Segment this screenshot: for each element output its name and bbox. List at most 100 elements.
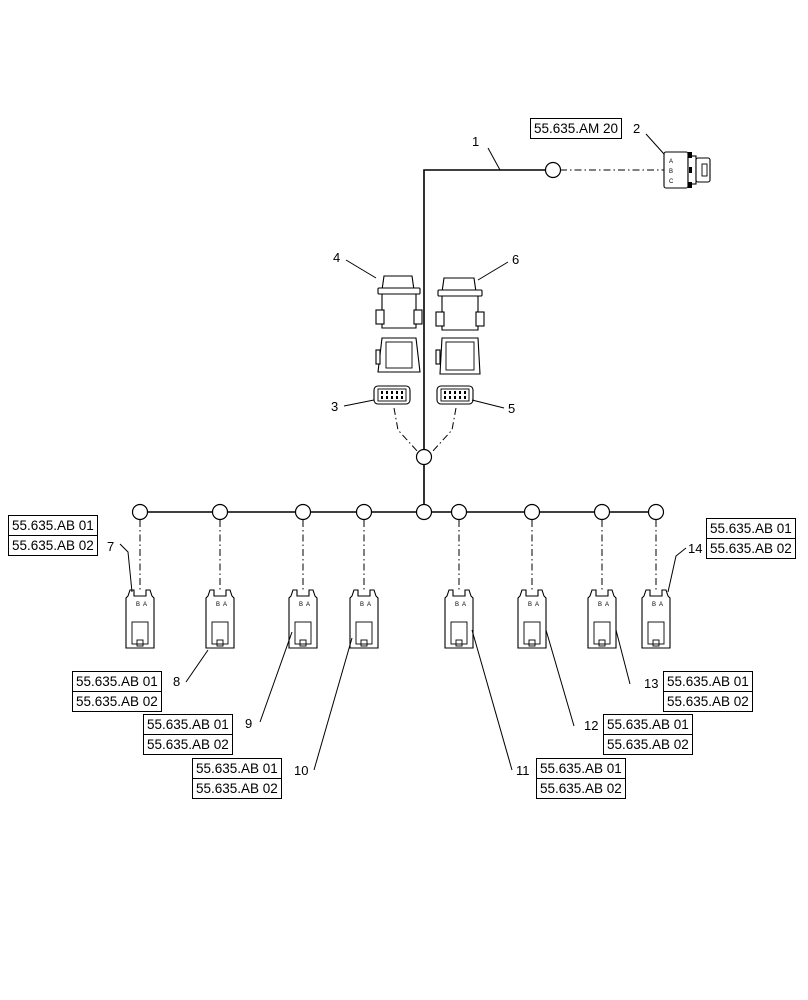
ref-code-ab02: 55.635.AB 02 [604, 734, 692, 754]
leader-lines [119, 133, 687, 771]
pin-label-a: A [605, 602, 609, 608]
ref-code-ab01: 55.635.AB 01 [147, 717, 229, 732]
leader-2 [645, 133, 665, 155]
ref-code-ab02: 55.635.AB 02 [73, 691, 161, 711]
pin-label-a: A [535, 602, 539, 608]
ref-code-ab02: 55.635.AB 02 [537, 778, 625, 798]
node-connector-9 [294, 503, 312, 521]
node-connector-13 [593, 503, 611, 521]
ref-code-ab01: 55.635.AB 01 [710, 521, 792, 536]
leader-8 [185, 649, 209, 683]
pin-label-c: C [669, 179, 674, 185]
pin-label-a: A [143, 602, 147, 608]
leader-7 [119, 543, 133, 593]
pin-label-b: B [528, 602, 532, 608]
pin-label-b: B [669, 169, 673, 175]
connector-3-icon [373, 385, 411, 405]
dashline-connector-3 [393, 407, 419, 453]
node-connector-11 [450, 503, 468, 521]
callout-11: 11 [516, 763, 530, 778]
pin-label-b: B [360, 602, 364, 608]
ref-code-ab02: 55.635.AB 02 [707, 538, 795, 558]
callout-6: 6 [512, 252, 519, 267]
leader-14 [667, 547, 687, 593]
leader-5 [471, 399, 505, 409]
ref-code-ab02: 55.635.AB 02 [9, 535, 97, 555]
node-connector-7 [131, 503, 149, 521]
pin-label-a: A [367, 602, 371, 608]
ref-code-ab01: 55.635.AB 01 [76, 674, 158, 689]
pin-label-a: A [462, 602, 466, 608]
ref-code-ab01: 55.635.AB 01 [540, 761, 622, 776]
pin-label-a: A [669, 159, 673, 165]
callout-13: 13 [644, 676, 658, 691]
pin-label-b: B [455, 602, 459, 608]
callout-14: 14 [688, 541, 702, 556]
ref-box-connector-2: 55.635.AM 20 [530, 118, 623, 139]
ref-box-connector-8: 55.635.AB 01 55.635.AB 02 [72, 671, 162, 712]
leader-1 [487, 147, 501, 171]
connector-5-icon [436, 385, 474, 405]
callout-2: 2 [633, 121, 640, 136]
main-trunk-wire [423, 169, 545, 510]
ref-code-am: 55.635.AM 20 [534, 121, 619, 136]
callout-7: 7 [107, 539, 114, 554]
pin-label-b: B [136, 602, 140, 608]
connector-6-icon [435, 277, 485, 375]
callout-3: 3 [331, 399, 338, 414]
connector-12-icon: B A [517, 589, 547, 649]
node-connectors-3-5 [415, 448, 433, 466]
ref-box-connector-9: 55.635.AB 01 55.635.AB 02 [143, 714, 233, 755]
leader-13 [615, 629, 631, 685]
leader-3 [343, 399, 375, 407]
ref-box-connector-13: 55.635.AB 01 55.635.AB 02 [663, 671, 753, 712]
connector-8-icon: B A [205, 589, 235, 649]
callout-12: 12 [584, 718, 598, 733]
leader-12 [545, 629, 575, 727]
ref-code-ab01: 55.635.AB 01 [667, 674, 749, 689]
node-connector-10 [355, 503, 373, 521]
pin-label-b: B [652, 602, 656, 608]
ref-code-ab01: 55.635.AB 01 [12, 518, 94, 533]
dashline-connector-5 [431, 407, 457, 453]
node-connector-2 [544, 161, 562, 179]
ref-box-connector-10: 55.635.AB 01 55.635.AB 02 [192, 758, 282, 799]
callout-5: 5 [508, 401, 515, 416]
connector-7-icon: B A [125, 589, 155, 649]
connector-4-icon [375, 275, 423, 373]
node-connector-12 [523, 503, 541, 521]
junction-nodes [131, 161, 665, 521]
leader-4 [345, 259, 377, 279]
connector-13-icon: B A [587, 589, 617, 649]
pin-label-a: A [306, 602, 310, 608]
connector-10-icon: B A [349, 589, 379, 649]
callout-1: 1 [472, 134, 479, 149]
pin-label-b: B [299, 602, 303, 608]
callout-8: 8 [173, 674, 180, 689]
pin-label-a: A [223, 602, 227, 608]
connector-2-icon: A B C [663, 151, 711, 189]
callout-10: 10 [294, 763, 308, 778]
callout-4: 4 [333, 250, 340, 265]
node-connector-8 [211, 503, 229, 521]
pin-label-b: B [598, 602, 602, 608]
connector-11-icon: B A [444, 589, 474, 649]
leader-6 [477, 261, 509, 281]
pin-label-a: A [659, 602, 663, 608]
connector-9-icon: B A [288, 589, 318, 649]
ref-code-ab02: 55.635.AB 02 [664, 691, 752, 711]
leader-9 [259, 631, 293, 723]
node-connector-14 [647, 503, 665, 521]
ref-box-connector-12: 55.635.AB 01 55.635.AB 02 [603, 714, 693, 755]
connector-14-icon: B A [641, 589, 671, 649]
ref-code-ab02: 55.635.AB 02 [193, 778, 281, 798]
callout-numbers: 1 2 3 4 5 6 7 8 9 10 11 12 13 14 [107, 121, 702, 778]
ref-code-ab02: 55.635.AB 02 [144, 734, 232, 754]
ref-code-ab01: 55.635.AB 01 [196, 761, 278, 776]
callout-9: 9 [245, 716, 252, 731]
ref-box-connector-14: 55.635.AB 01 55.635.AB 02 [706, 518, 796, 559]
node-trunk-bus [415, 503, 433, 521]
ref-code-ab01: 55.635.AB 01 [607, 717, 689, 732]
leader-11 [471, 629, 513, 771]
